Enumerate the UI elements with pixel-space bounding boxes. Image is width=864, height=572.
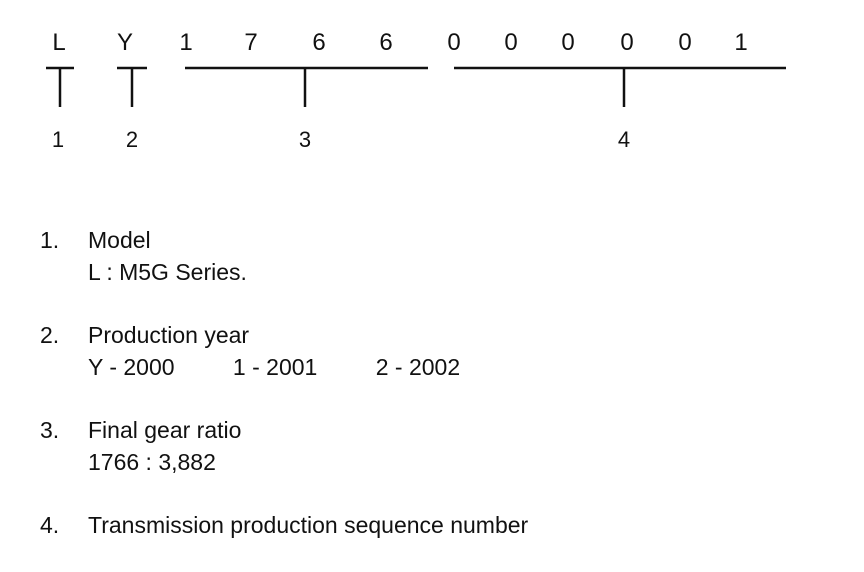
legend-number: 3. xyxy=(40,417,60,443)
code-char-ratio-2: 7 xyxy=(244,29,258,56)
legend-item-model: 1. Model L : M5G Series. xyxy=(40,224,840,288)
year-option: Y - 2000 xyxy=(88,354,175,380)
legend: 1. Model L : M5G Series. 2. Production y… xyxy=(40,224,840,572)
legend-detail: 1766 : 3,882 xyxy=(88,449,216,475)
code-char-ratio-3: 6 xyxy=(312,29,326,56)
year-option: 1 - 2001 xyxy=(232,354,318,380)
code-char-sequence-3: 0 xyxy=(561,29,575,56)
legend-number: 1. xyxy=(40,227,60,253)
code-char-ratio-1: 1 xyxy=(179,29,193,56)
code-char-sequence-1: 0 xyxy=(447,29,461,56)
code-char-model: L xyxy=(52,29,66,56)
legend-title: Transmission production sequence number xyxy=(88,512,529,538)
callout-number-2: 2 xyxy=(125,127,139,152)
legend-item-sequence-number: 4. Transmission production sequence numb… xyxy=(40,509,840,541)
bracket-sequence-number xyxy=(454,66,786,107)
code-char-sequence-5: 0 xyxy=(678,29,692,56)
code-char-sequence-4: 0 xyxy=(620,29,634,56)
legend-number: 2. xyxy=(40,322,60,348)
bracket-year xyxy=(117,66,147,107)
legend-title: Production year xyxy=(88,322,250,348)
callout-number-4: 4 xyxy=(617,127,631,152)
code-char-sequence-2: 0 xyxy=(504,29,518,56)
bracket-gear-ratio xyxy=(185,66,428,107)
legend-item-production-year: 2. Production year Y - 2000 1 - 2001 2 -… xyxy=(40,319,840,383)
code-char-ratio-4: 6 xyxy=(379,29,393,56)
legend-title: Model xyxy=(88,227,151,253)
legend-year-options: Y - 2000 1 - 2001 2 - 2002 xyxy=(88,351,840,383)
code-char-sequence-6: 1 xyxy=(734,29,748,56)
callout-number-1: 1 xyxy=(51,127,65,152)
callout-number-3: 3 xyxy=(298,127,312,152)
legend-title: Final gear ratio xyxy=(88,417,242,443)
code-char-year: Y xyxy=(116,29,133,56)
legend-item-final-gear-ratio: 3. Final gear ratio 1766 : 3,882 xyxy=(40,414,840,478)
legend-detail: L : M5G Series. xyxy=(88,259,247,285)
bracket-model xyxy=(46,66,74,107)
year-option: 2 - 2002 xyxy=(375,354,461,380)
legend-number: 4. xyxy=(40,512,60,538)
